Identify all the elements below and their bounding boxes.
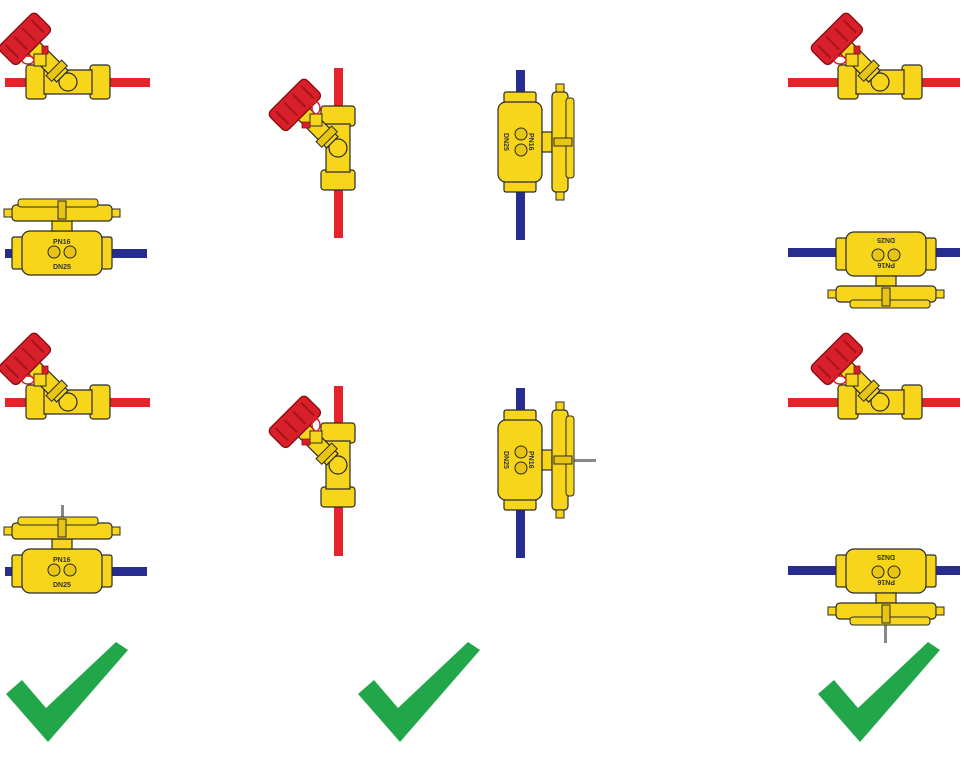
right-column: PN16 DN25 PN16 DN25: [788, 10, 960, 742]
middle-column: PN16 DN25 PN16 DN25: [266, 68, 596, 742]
size-label: DN25: [877, 553, 895, 560]
check-mark-icon: [358, 642, 480, 742]
size-label: DN25: [53, 264, 71, 271]
pressure-rating-label: PN16: [527, 451, 534, 469]
pressure-rating-label: PN16: [877, 578, 895, 585]
check-mark-icon: [6, 642, 128, 742]
differential-pressure-controller-icon: PN16 DN25: [497, 83, 575, 201]
size-label: DN25: [502, 451, 509, 469]
differential-pressure-controller-icon: PN16 DN25: [827, 231, 945, 309]
size-label: DN25: [502, 133, 509, 151]
check-mark-icon: [818, 642, 940, 742]
differential-pressure-controller-icon: PN16 DN25: [3, 505, 121, 594]
pressure-rating-label: PN16: [53, 557, 71, 564]
size-label: DN25: [877, 236, 895, 243]
size-label: DN25: [53, 582, 71, 589]
differential-pressure-controller-icon: PN16 DN25: [3, 198, 121, 276]
differential-pressure-controller-icon: PN16 DN25: [497, 401, 596, 519]
pressure-rating-label: PN16: [53, 239, 71, 246]
pressure-rating-label: PN16: [527, 133, 534, 151]
differential-pressure-controller-icon: PN16 DN25: [827, 548, 945, 643]
pressure-rating-label: PN16: [877, 261, 895, 268]
left-column: PN16 DN25 PN16 DN25: [0, 10, 150, 742]
